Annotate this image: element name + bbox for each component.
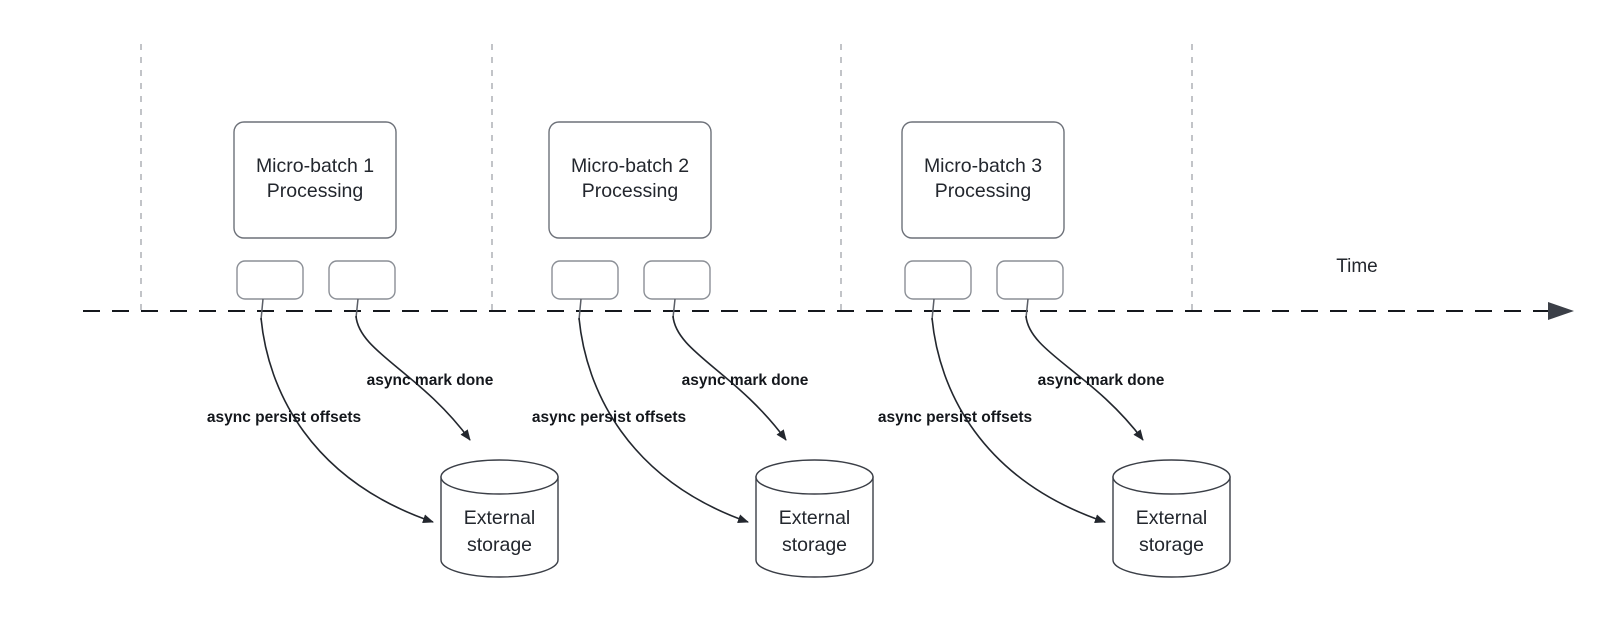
persist-edge-1-stub — [260, 298, 264, 321]
persist-edge-3-stub — [931, 298, 935, 321]
persist-offsets-edge-1 — [260, 317, 434, 524]
micro-batch-2-processing-box[interactable] — [548, 121, 712, 239]
external-storage-2-label-line2: storage — [782, 534, 847, 556]
persist-edge-2-stub — [578, 298, 582, 321]
micro-batch-1-processing-box[interactable] — [233, 121, 397, 239]
mark-done-edge-1 — [355, 315, 471, 441]
batch-dividers — [140, 44, 1193, 313]
time-axis: Time — [83, 256, 1574, 320]
external-storage-3-label-line1: External — [1136, 507, 1208, 529]
batch-group-3: Micro-batch 3 Processing External storag… — [878, 121, 1231, 578]
micro-batch-3-label-line1: Micro-batch 3 — [924, 155, 1042, 177]
external-storage-1-label-line2: storage — [467, 534, 532, 556]
mark-done-edge-2-stub — [672, 298, 676, 319]
persist-offsets-edge-3 — [931, 317, 1106, 524]
mark-done-edge-1-stub — [355, 298, 359, 319]
micro-batch-1-label-line1: Micro-batch 1 — [256, 155, 374, 177]
timeline-arrow-icon — [1548, 302, 1574, 320]
mark-done-edge-3-stub — [1025, 298, 1029, 319]
micro-batch-3-label-line2: Processing — [935, 180, 1031, 202]
external-storage-1-label-line1: External — [464, 507, 536, 529]
external-storage-1[interactable]: External storage — [440, 459, 559, 578]
micro-batch-2-label-line1: Micro-batch 2 — [571, 155, 689, 177]
batch-group-2: Micro-batch 2 Processing External storag… — [532, 121, 874, 578]
persist-offsets-label-1: async persist offsets — [207, 409, 361, 426]
mark-done-edge-2 — [672, 315, 787, 441]
micro-batch-2-task-b-box[interactable] — [643, 260, 711, 300]
micro-batch-2-label-line2: Processing — [582, 180, 678, 202]
mark-done-label-1: async mark done — [367, 372, 494, 389]
external-storage-2-label-line1: External — [779, 507, 851, 529]
micro-batch-1-label-line2: Processing — [267, 180, 363, 202]
time-axis-label: Time — [1336, 256, 1378, 277]
micro-batch-3-task-b-box[interactable] — [996, 260, 1064, 300]
micro-batch-1-task-a-box[interactable] — [236, 260, 304, 300]
external-storage-2[interactable]: External storage — [755, 459, 874, 578]
persist-offsets-label-3: async persist offsets — [878, 409, 1032, 426]
external-storage-3-label-line2: storage — [1139, 534, 1204, 556]
micro-batch-2-task-a-box[interactable] — [551, 260, 619, 300]
external-storage-3[interactable]: External storage — [1112, 459, 1231, 578]
micro-batch-3-processing-box[interactable] — [901, 121, 1065, 239]
mark-done-edge-3 — [1025, 315, 1144, 441]
persist-offsets-edge-2 — [578, 317, 749, 523]
micro-batch-3-task-a-box[interactable] — [904, 260, 972, 300]
mark-done-label-2: async mark done — [682, 372, 809, 389]
persist-offsets-label-2: async persist offsets — [532, 409, 686, 426]
batch-group-1: Micro-batch 1 Processing External storag… — [207, 121, 559, 578]
micro-batch-1-task-b-box[interactable] — [328, 260, 396, 300]
mark-done-label-3: async mark done — [1038, 372, 1165, 389]
